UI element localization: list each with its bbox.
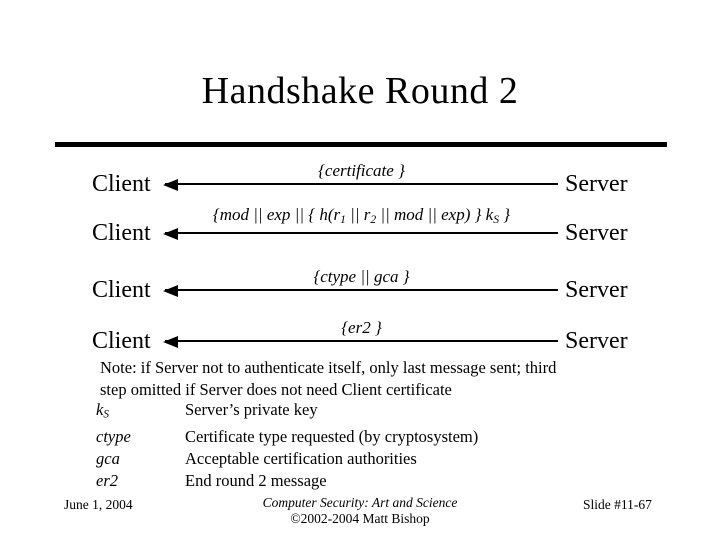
server-label: Server bbox=[565, 220, 628, 246]
arrow-head-icon bbox=[163, 336, 178, 348]
note-text: Note: if Server not to authenticate itse… bbox=[100, 358, 557, 399]
message-label: {certificate } bbox=[318, 161, 405, 180]
definition-term: er2 bbox=[96, 470, 118, 490]
protocol-row-2: Client {mod || exp || { h(r1 || r2 || mo… bbox=[0, 204, 720, 260]
arrow-head-icon bbox=[163, 228, 178, 240]
definition-term: gca bbox=[96, 449, 120, 469]
server-label: Server bbox=[565, 171, 628, 197]
definition-term: ctype bbox=[96, 427, 131, 447]
protocol-row-1: Client {certificate } Server bbox=[0, 155, 720, 211]
footer-center: Computer Security: Art and Science ©2002… bbox=[0, 495, 720, 526]
definition-row: kS Server’s private key bbox=[96, 399, 478, 426]
definition-row: gca Acceptable certification authorities bbox=[96, 448, 478, 470]
server-label: Server bbox=[565, 277, 628, 303]
message-label: {ctype || gca } bbox=[313, 267, 410, 286]
footer-copyright: ©2002-2004 Matt Bishop bbox=[290, 510, 430, 526]
definition-text: End round 2 message bbox=[185, 470, 327, 490]
protocol-row-3: Client {ctype || gca } Server bbox=[0, 261, 720, 317]
client-label: Client bbox=[92, 220, 151, 246]
definitions-list: kS Server’s private key ctype Certificate … bbox=[96, 399, 478, 492]
definition-row: ctype Certificate type requested (by cryp… bbox=[96, 426, 478, 448]
client-label: Client bbox=[92, 171, 151, 197]
slide-title: Handshake Round 2 bbox=[201, 70, 519, 112]
message-arrow: {mod || exp || { h(r1 || r2 || mod || ex… bbox=[163, 204, 558, 240]
footer-book-title: Computer Security: Art and Science bbox=[262, 495, 458, 510]
client-label: Client bbox=[92, 277, 151, 303]
definition-text: Server’s private key bbox=[185, 400, 318, 419]
definition-row: er2 End round 2 message bbox=[96, 470, 478, 492]
definition-text: Certificate type requested (by cryptosys… bbox=[185, 427, 479, 447]
protocol-row-4: Client {er2 } Server bbox=[0, 312, 720, 368]
title-divider bbox=[55, 142, 667, 147]
definition-text: Acceptable certification authorities bbox=[185, 449, 417, 469]
client-label: Client bbox=[92, 328, 151, 354]
footer-date: June 1, 2004 bbox=[64, 497, 133, 512]
definition-term: kS bbox=[96, 400, 109, 421]
arrow-head-icon bbox=[163, 179, 178, 191]
message-arrow: {ctype || gca } bbox=[163, 261, 558, 297]
message-arrow: {er2 } bbox=[163, 312, 558, 348]
arrow-head-icon bbox=[163, 285, 178, 297]
message-label: {er2 } bbox=[341, 318, 382, 337]
message-label: {mod || exp || { h(r1 || r2 || mod || ex… bbox=[212, 205, 511, 226]
server-label: Server bbox=[565, 328, 628, 354]
footer-slide-number: Slide #11-67 bbox=[583, 497, 652, 512]
message-arrow: {certificate } bbox=[163, 155, 558, 191]
